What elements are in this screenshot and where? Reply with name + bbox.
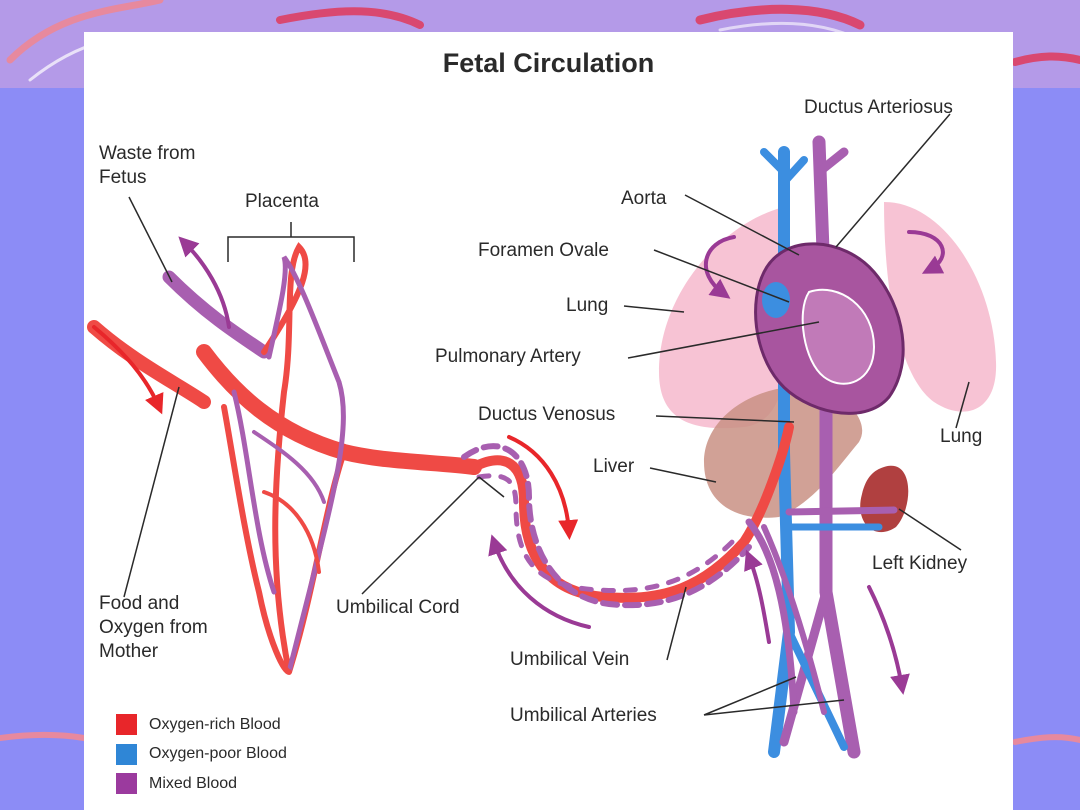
- label-aorta: Aorta: [621, 188, 667, 209]
- diagram-card: Fetal Circulation Waste from Fetus Place…: [84, 32, 1013, 810]
- legend-item-oxygen-poor: Oxygen-poor Blood: [116, 740, 287, 770]
- flow-arrows: [92, 230, 945, 695]
- leader-left-kidney: [898, 508, 962, 551]
- legend: Oxygen-rich Blood Oxygen-poor Blood Mixe…: [116, 710, 287, 799]
- cord-flow-arrow-down: [507, 435, 579, 540]
- leader-umbilical-vein: [666, 586, 687, 661]
- lung-left-side-shape: [659, 207, 786, 429]
- heart-chamber: [801, 288, 876, 385]
- lung-flow-arrow-left: [703, 235, 736, 299]
- label-umbilical-vein: Umbilical Vein: [510, 649, 630, 670]
- leader-lung-left-side: [623, 305, 685, 313]
- legend-item-mixed: Mixed Blood: [116, 769, 287, 799]
- legend-swatch-oxygen-poor: [116, 743, 137, 765]
- label-umbilical-arteries: Umbilical Arteries: [510, 705, 657, 726]
- body-flow-arrow-down: [867, 585, 910, 695]
- descending-vessels: [760, 135, 898, 759]
- cord-flow-arrow-up: [488, 534, 591, 629]
- leader-aorta: [684, 194, 800, 256]
- umbilical-cord: [461, 422, 827, 716]
- label-food-and-oxygen: Food and Oxygen from Mother: [99, 593, 208, 662]
- placenta-bracket: [227, 222, 355, 262]
- lung-right-side-shape: [884, 202, 997, 412]
- leader-lines: [123, 113, 970, 716]
- leader-waste: [128, 196, 173, 283]
- diagram-title: Fetal Circulation: [442, 48, 655, 78]
- legend-label: Oxygen-poor Blood: [149, 745, 287, 763]
- label-left-kidney: Left Kidney: [872, 553, 968, 574]
- leader-ductus-arteriosus: [835, 113, 951, 248]
- leader-umbilical-cord: [361, 476, 505, 595]
- left-kidney-shape: [860, 465, 909, 533]
- label-placenta: Placenta: [245, 191, 319, 212]
- placenta-vessels: [87, 242, 482, 675]
- artery-flow-arrow-up: [744, 549, 771, 644]
- fetal-circulation-illustration: [87, 113, 997, 759]
- leader-foramen-ovale: [653, 249, 790, 303]
- leader-food: [123, 386, 180, 598]
- leader-lung-right-side: [955, 381, 970, 429]
- leader-ductus-venosus: [655, 415, 795, 423]
- label-waste-from-fetus: Waste from Fetus: [99, 143, 196, 188]
- label-ductus-arteriosus: Ductus Arteriosus: [804, 97, 953, 118]
- leader-umbilical-arteries: [703, 676, 845, 716]
- leader-pulmonary-artery: [627, 321, 820, 359]
- lung-flow-arrow-right: [907, 230, 945, 274]
- label-ductus-venosus: Ductus Venosus: [478, 404, 616, 425]
- legend-swatch-mixed: [116, 773, 137, 795]
- legend-label: Oxygen-rich Blood: [149, 715, 281, 733]
- label-lung-left-side: Lung: [566, 295, 609, 316]
- food-flow-arrow: [92, 325, 164, 415]
- legend-label: Mixed Blood: [149, 774, 238, 792]
- legend-swatch-oxygen-rich: [116, 714, 137, 736]
- waste-flow-arrow: [178, 236, 231, 329]
- label-umbilical-cord: Umbilical Cord: [336, 597, 460, 618]
- label-lung-right-side: Lung: [940, 426, 983, 447]
- legend-item-oxygen-rich: Oxygen-rich Blood: [116, 710, 287, 740]
- foramen-ovale-shape: [762, 282, 790, 318]
- leader-liver: [649, 467, 717, 483]
- label-pulmonary-artery: Pulmonary Artery: [435, 346, 581, 367]
- label-foramen-ovale: Foramen Ovale: [478, 240, 609, 261]
- label-liver: Liver: [593, 456, 635, 477]
